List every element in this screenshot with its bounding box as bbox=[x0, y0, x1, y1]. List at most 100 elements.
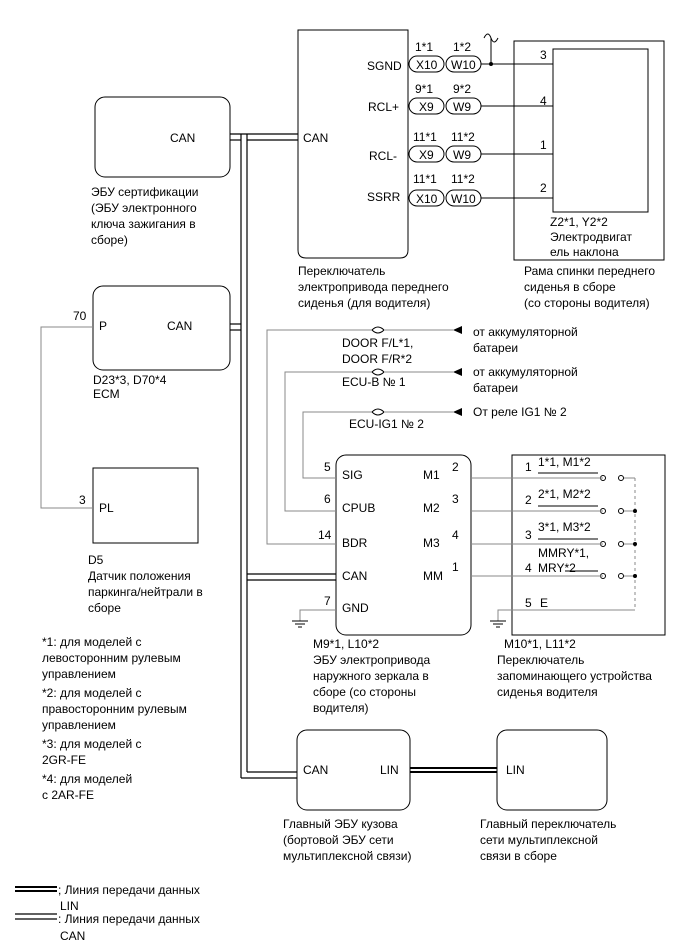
connector-2: 9*1 9*2 X9 W9 bbox=[408, 82, 482, 115]
svg-text:2GR-FE: 2GR-FE bbox=[42, 753, 86, 767]
cert-ecu-can-pin: CAN bbox=[170, 131, 195, 145]
mpx-switch-caption: Главный переключатель сети мультиплексно… bbox=[480, 817, 616, 863]
fuse-ecu-b: ECU-B № 1 от аккумуляторной батареи bbox=[284, 365, 578, 512]
svg-text:CAN: CAN bbox=[60, 929, 85, 943]
svg-text:DOOR F/R*2: DOOR F/R*2 bbox=[342, 352, 412, 366]
legend-lin: ; Линия передачи данных LIN bbox=[15, 883, 200, 913]
svg-text:5: 5 bbox=[525, 596, 532, 610]
seat-switch-caption: Переключатель электропривода переднего с… bbox=[298, 264, 449, 310]
shield-symbol bbox=[483, 33, 499, 64]
svg-text:CAN: CAN bbox=[303, 763, 328, 777]
svg-text:: Линия передачи данных: : Линия передачи данных bbox=[58, 912, 200, 926]
svg-text:1: 1 bbox=[525, 460, 532, 474]
seat-switch-pin-rcl-plus: RCL+ bbox=[368, 100, 399, 114]
svg-text:правосторонним рулевым: правосторонним рулевым bbox=[42, 702, 187, 716]
svg-text:*4: для моделей: *4: для моделей bbox=[42, 772, 132, 786]
connector-1: 1*1 1*2 X10 W10 bbox=[408, 40, 482, 73]
recline-motor-frame: 3 4 1 2 Z2*1, Y2*2 Электродвигат ель нак… bbox=[513, 40, 665, 310]
svg-text:ЭБУ электропривода: ЭБУ электропривода bbox=[313, 653, 430, 667]
svg-text:батареи: батареи bbox=[473, 341, 518, 355]
svg-text:паркинга/нейтрали в: паркинга/нейтрали в bbox=[88, 585, 203, 599]
svg-text:1*2: 1*2 bbox=[453, 40, 471, 54]
svg-text:4: 4 bbox=[525, 561, 532, 575]
ecm: P CAN 70 D23*3, D70*4 ECM bbox=[73, 285, 231, 401]
svg-text:сборе (со стороны: сборе (со стороны bbox=[313, 685, 416, 699]
connector-3: 11*1 11*2 X9 W9 bbox=[408, 130, 482, 163]
svg-text:сборе: сборе bbox=[88, 601, 121, 615]
svg-text:4: 4 bbox=[452, 528, 459, 542]
svg-text:управлением: управлением bbox=[42, 718, 116, 732]
svg-text:4: 4 bbox=[540, 94, 547, 108]
mirror-ecu-caption: ЭБУ электропривода наружного зеркала в с… bbox=[313, 653, 430, 715]
can-bus bbox=[230, 133, 336, 779]
svg-text:11*1: 11*1 bbox=[413, 172, 437, 186]
ecm-code: D23*3, D70*4 bbox=[93, 373, 167, 387]
svg-text:GND: GND bbox=[342, 601, 369, 615]
svg-text:M2: M2 bbox=[423, 501, 440, 515]
ecm-p-pin: P bbox=[99, 319, 107, 333]
lin-line bbox=[410, 767, 497, 773]
svg-text:сиденья водителя: сиденья водителя bbox=[497, 685, 598, 699]
cert-ecu-caption: ЭБУ сертификации (ЭБУ электронного ключа… bbox=[91, 185, 199, 247]
svg-text:E: E bbox=[540, 596, 548, 610]
svg-text:2: 2 bbox=[452, 460, 459, 474]
park-sensor-wire-number: 3 bbox=[79, 493, 86, 507]
svg-text:мультиплексной связи): мультиплексной связи) bbox=[283, 849, 411, 863]
svg-text:Датчик положения: Датчик положения bbox=[88, 569, 191, 583]
svg-text:CPUB: CPUB bbox=[342, 501, 375, 515]
svg-text:M1: M1 bbox=[423, 468, 440, 482]
memory-switch-code: M10*1, L11*2 bbox=[504, 637, 576, 651]
svg-text:9*1: 9*1 bbox=[415, 82, 433, 96]
svg-text:M3: M3 bbox=[423, 536, 440, 550]
body-ecu-caption: Главный ЭБУ кузова (бортовой ЭБУ сети му… bbox=[283, 817, 411, 863]
svg-text:электропривода переднего: электропривода переднего bbox=[298, 280, 449, 294]
svg-text:X10: X10 bbox=[416, 58, 438, 72]
svg-text:11*1: 11*1 bbox=[413, 130, 437, 144]
svg-text:от аккумуляторной: от аккумуляторной bbox=[473, 365, 578, 379]
park-neutral-sensor: PL 3 D5 Датчик положения паркинга/нейтра… bbox=[79, 467, 203, 615]
legend: ; Линия передачи данных LIN : Линия пере… bbox=[15, 883, 200, 943]
svg-text:ель наклона: ель наклона bbox=[550, 245, 619, 259]
svg-text:11*2: 11*2 bbox=[451, 130, 475, 144]
svg-text:Главный переключатель: Главный переключатель bbox=[480, 817, 616, 831]
svg-text:(ЭБУ электронного: (ЭБУ электронного bbox=[91, 201, 197, 215]
svg-text:3: 3 bbox=[525, 528, 532, 542]
svg-text:Рама спинки переднего: Рама спинки переднего bbox=[524, 264, 655, 278]
svg-text:3*1, M3*2: 3*1, M3*2 bbox=[538, 520, 591, 534]
svg-text:(бортовой ЭБУ сети: (бортовой ЭБУ сети bbox=[283, 833, 394, 847]
svg-text:2: 2 bbox=[525, 493, 532, 507]
svg-text:*3: для моделей с: *3: для моделей с bbox=[42, 737, 142, 751]
svg-text:CAN: CAN bbox=[342, 569, 367, 583]
main-body-ecu: CAN LIN Главный ЭБУ кузова (бортовой ЭБУ… bbox=[283, 729, 411, 863]
svg-text:W10: W10 bbox=[451, 58, 476, 72]
seat-switch-can-pin: CAN bbox=[303, 131, 328, 145]
svg-text:Главный ЭБУ кузова: Главный ЭБУ кузова bbox=[283, 817, 398, 831]
memory-switch: 1 2 3 4 5 1*1, M1*2 2*1, M2*2 3*1, M3*2 … bbox=[497, 454, 666, 699]
seat-motor-wires bbox=[481, 63, 553, 199]
multiplex-main-switch: LIN Главный переключатель сети мультипле… bbox=[480, 729, 616, 863]
seat-switch: CAN SGND RCL+ RCL- SSRR Переключатель эл… bbox=[297, 29, 449, 310]
svg-text:управлением: управлением bbox=[42, 667, 116, 681]
svg-text:9*2: 9*2 bbox=[453, 82, 471, 96]
svg-text:ключа зажигания в: ключа зажигания в bbox=[91, 217, 196, 231]
ecm-can-pin: CAN bbox=[167, 319, 192, 333]
svg-text:1: 1 bbox=[540, 138, 547, 152]
svg-text:5: 5 bbox=[324, 460, 331, 474]
ecm-p-wire-number: 70 bbox=[73, 309, 87, 323]
svg-text:Электродвигат: Электродвигат bbox=[550, 230, 632, 244]
p-pl-wire bbox=[40, 326, 93, 509]
svg-text:MRY*2: MRY*2 bbox=[538, 561, 576, 575]
svg-text:сиденья (для водителя): сиденья (для водителя) bbox=[298, 296, 430, 310]
svg-text:W10: W10 bbox=[451, 192, 476, 206]
svg-text:сети мультиплексной: сети мультиплексной bbox=[480, 833, 598, 847]
svg-text:3: 3 bbox=[452, 492, 459, 506]
svg-text:Переключатель: Переключатель bbox=[497, 653, 584, 667]
svg-text:водителя): водителя) bbox=[313, 701, 369, 715]
svg-text:*2: для моделей с: *2: для моделей с bbox=[42, 686, 142, 700]
svg-text:W9: W9 bbox=[453, 100, 471, 114]
park-sensor-caption: Датчик положения паркинга/нейтрали в сбо… bbox=[88, 569, 203, 615]
park-sensor-code: D5 bbox=[88, 553, 104, 567]
fuse-door: DOOR F/L*1, DOOR F/R*2 от аккумуляторной… bbox=[266, 325, 578, 545]
svg-text:(со стороны водителя): (со стороны водителя) bbox=[524, 296, 650, 310]
svg-text:2*1, M2*2: 2*1, M2*2 bbox=[538, 487, 591, 501]
